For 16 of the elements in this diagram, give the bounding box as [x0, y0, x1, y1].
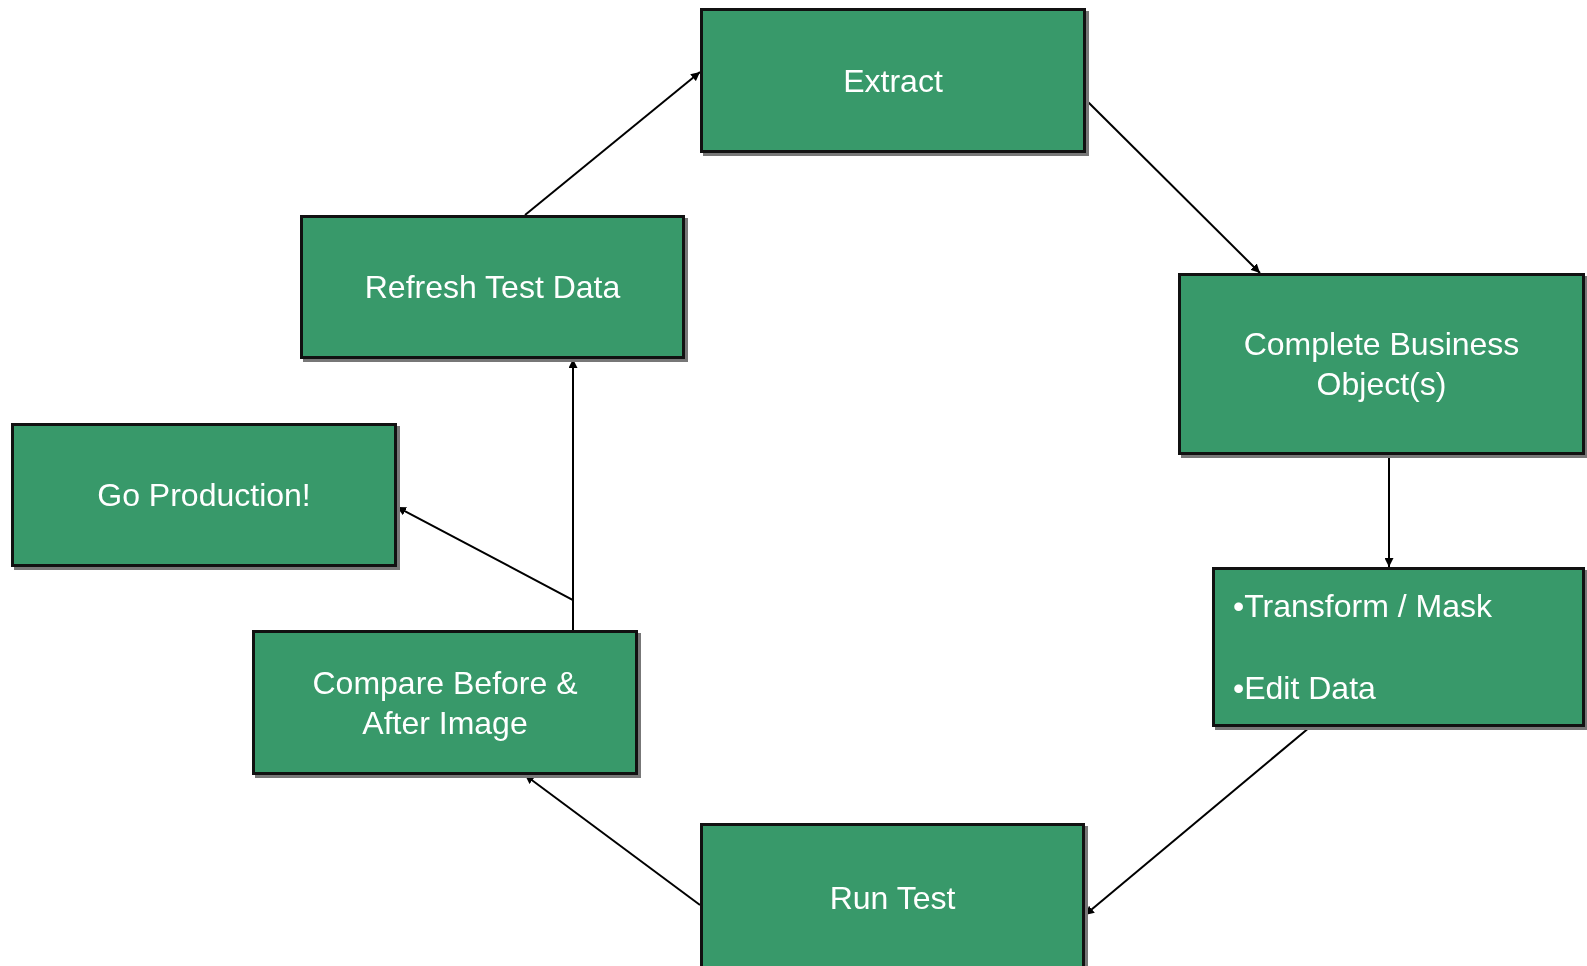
- process-box: [1178, 273, 1585, 455]
- process-box: [300, 215, 685, 359]
- box-label: Extract: [843, 61, 943, 101]
- arrow: [524, 71, 701, 216]
- process-box: [700, 823, 1085, 966]
- box-label: Complete Business Object(s): [1242, 325, 1521, 404]
- box-label: •Transform / Mask: [1233, 587, 1492, 626]
- box-label: Run Test: [829, 879, 956, 918]
- box-label: Compare Before & After Image: [311, 663, 579, 743]
- process-box: [700, 8, 1086, 153]
- box-label: Go Production!: [97, 476, 311, 515]
- box-label: •Edit Data: [1233, 669, 1376, 708]
- box-label: Refresh Test Data: [364, 268, 621, 307]
- process-box: [252, 630, 638, 775]
- process-box: [1212, 567, 1585, 727]
- process-box: [11, 423, 397, 567]
